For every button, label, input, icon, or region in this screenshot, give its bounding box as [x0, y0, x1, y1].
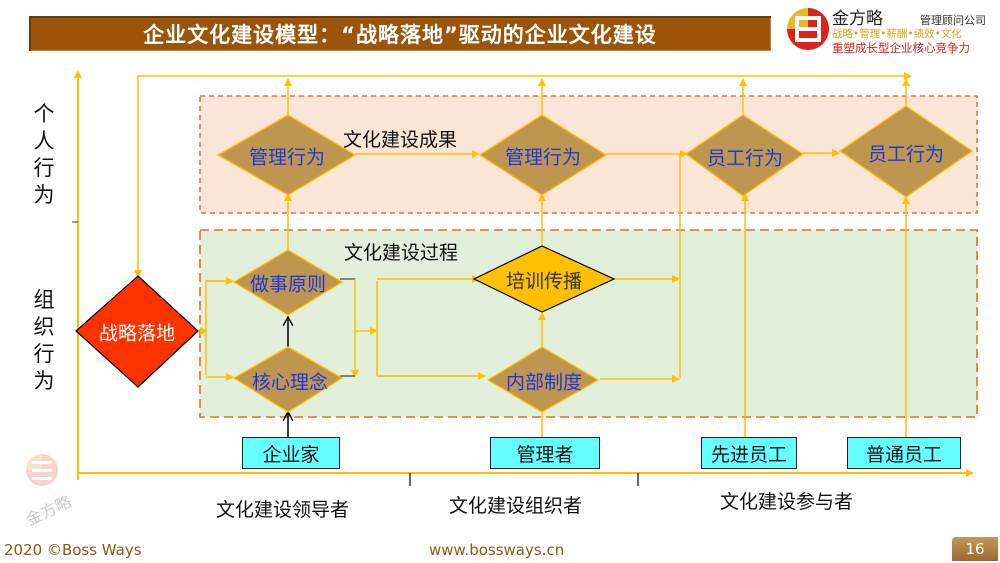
- top-loop-line: [137, 72, 912, 268]
- mgmt-behavior-2-diamond[interactable]: [478, 114, 608, 196]
- logo-tags: 战略•管理•薪酬•绩效•文化: [832, 28, 962, 40]
- svg-text:金方略: 金方略: [23, 492, 75, 530]
- company-logo: 金方略 管理顾问公司 战略•管理•薪酬•绩效•文化 重塑成长型企业核心竞争力: [786, 2, 1000, 58]
- role-entrepreneur-label: 企业家: [262, 443, 320, 466]
- x-section-participants: 文化建设参与者: [720, 491, 854, 513]
- x-section-organizers: 文化建设组织者: [449, 495, 583, 517]
- x-section-leaders: 文化建设领导者: [216, 499, 350, 521]
- role-advanced-employee-label: 先进员工: [710, 443, 787, 466]
- page-title: 企业文化建设模型：“战略落地”驱动的企业文化建设: [143, 22, 657, 47]
- core-values-diamond[interactable]: [232, 346, 344, 413]
- y-axis-label-organization: 组织行为: [32, 287, 56, 395]
- mgmt-behavior-1-label: 管理行为: [248, 146, 326, 169]
- strategy-label: 战略落地: [98, 322, 176, 345]
- employee-behavior-1-diamond[interactable]: [684, 114, 805, 197]
- y-axis-label-individual: 个人行为: [32, 101, 56, 209]
- employee-behavior-1-label: 员工行为: [706, 147, 784, 170]
- y-bottom-label-text: 组织行为: [33, 288, 55, 393]
- role-manager[interactable]: 管理者: [490, 437, 600, 469]
- core-values-label: 核心理念: [251, 371, 329, 394]
- principles-diamond[interactable]: [232, 249, 344, 316]
- role-manager-label: 管理者: [516, 443, 574, 466]
- role-regular-employee-label: 普通员工: [865, 443, 942, 466]
- page-number: 16: [952, 537, 998, 561]
- watermark-logo-icon: 金方略: [23, 454, 75, 530]
- principles-label: 做事原则: [249, 273, 327, 296]
- copyright: 2020 ©Boss Ways: [4, 541, 142, 559]
- logo-subtitle: 管理顾问公司: [920, 14, 986, 27]
- internal-system-diamond[interactable]: [486, 346, 600, 413]
- employee-behavior-2-label: 员工行为: [867, 143, 945, 166]
- role-advanced-employee[interactable]: 先进员工: [701, 437, 797, 469]
- role-entrepreneur[interactable]: 企业家: [242, 437, 340, 469]
- process-region-label: 文化建设过程: [344, 242, 459, 264]
- results-region-label: 文化建设成果: [343, 129, 458, 151]
- mgmt-behavior-2-label: 管理行为: [504, 146, 582, 169]
- strategy-diamond[interactable]: [75, 275, 199, 388]
- training-diamond[interactable]: [472, 245, 616, 313]
- employee-behavior-2-diamond[interactable]: [838, 105, 974, 198]
- website-link[interactable]: www.bossways.cn: [429, 541, 565, 559]
- training-label: 培训传播: [505, 270, 583, 293]
- y-top-label-text: 个人行为: [33, 102, 55, 207]
- logo-slogan: 重塑成长型企业核心竞争力: [832, 41, 970, 55]
- internal-system-label: 内部制度: [505, 371, 583, 394]
- role-regular-employee[interactable]: 普通员工: [847, 437, 961, 469]
- title-bar: 企业文化建设模型：“战略落地”驱动的企业文化建设: [29, 16, 771, 51]
- logo-emblem-icon: [787, 8, 829, 50]
- page-number-text: 16: [965, 540, 985, 558]
- mgmt-behavior-1-diamond[interactable]: [216, 114, 357, 196]
- logo-brand: 金方略: [832, 9, 883, 29]
